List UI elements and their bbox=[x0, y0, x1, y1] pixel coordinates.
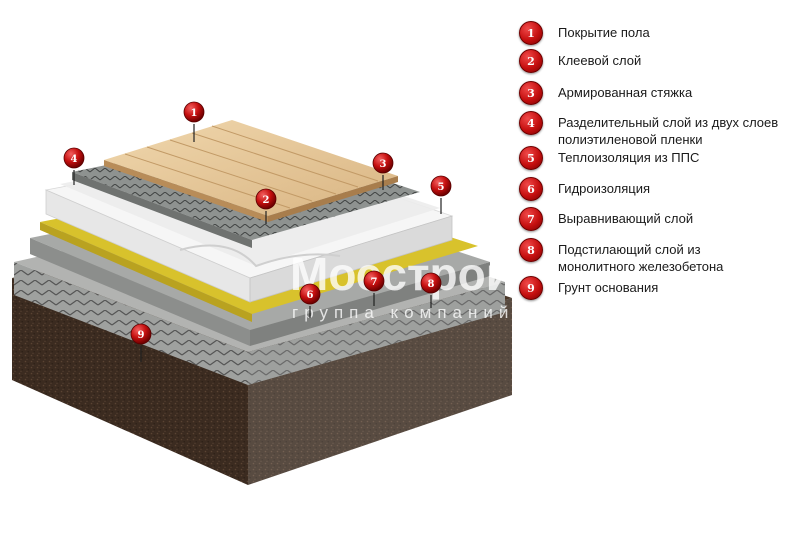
pin-3: 3 bbox=[372, 152, 394, 190]
pin-3-label: 3 bbox=[380, 159, 387, 170]
pin-9: 9 bbox=[130, 323, 152, 362]
pin-4-label: 4 bbox=[71, 154, 78, 165]
pin-6: 6 bbox=[299, 283, 321, 318]
pin-2-label: 2 bbox=[263, 195, 270, 206]
pin-1-label: 1 bbox=[191, 108, 198, 119]
pin-1: 1 bbox=[183, 101, 205, 142]
pin-7: 7 bbox=[363, 270, 385, 306]
pin-5-label: 5 bbox=[438, 182, 445, 193]
pin-6-label: 6 bbox=[307, 290, 314, 301]
pin-7-label: 7 bbox=[371, 277, 378, 288]
pin-8: 8 bbox=[420, 272, 442, 308]
callout-pins: 1 2 3 4 5 bbox=[63, 101, 452, 362]
brand-watermark: Мосстрой группа компаний bbox=[290, 248, 514, 322]
pin-5: 5 bbox=[430, 175, 452, 214]
pin-2: 2 bbox=[255, 188, 277, 224]
pin-9-label: 9 bbox=[138, 330, 145, 341]
pin-8-label: 8 bbox=[428, 279, 435, 290]
watermark-brand: Мосстрой bbox=[290, 248, 514, 300]
pin-4: 4 bbox=[63, 147, 85, 185]
watermark-subtitle: группа компаний bbox=[292, 303, 514, 322]
